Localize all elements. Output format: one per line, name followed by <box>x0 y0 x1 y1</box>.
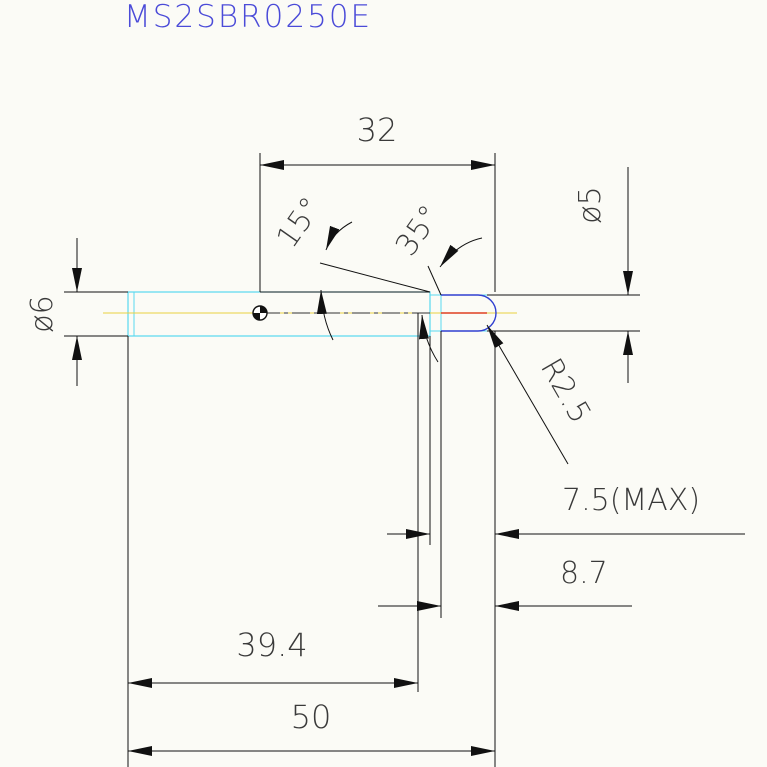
dimension-39-4-label: 39.4 <box>236 626 307 664</box>
radius-label: R2.5 <box>533 353 598 430</box>
dimension-32: 32 <box>259 111 496 292</box>
part-number-title: MS2SBR0250E <box>124 0 372 35</box>
dimension-32-label: 32 <box>357 111 398 149</box>
shank-outline <box>127 291 431 337</box>
dimension-dia-5-label: ø5 <box>573 186 608 223</box>
tool-body <box>103 291 517 337</box>
dimension-8-7-label: 8.7 <box>560 556 608 591</box>
dimension-dia-6: ø6 <box>25 238 128 386</box>
center-mark-icon <box>252 305 268 321</box>
ball-nose-outline <box>441 294 497 332</box>
dimension-50: 50 <box>128 698 495 756</box>
dimension-50-label: 50 <box>291 698 332 736</box>
dimension-dia-6-label: ø6 <box>25 295 60 332</box>
angle-35: 35° <box>389 199 483 363</box>
angle-15: 15° <box>270 191 431 341</box>
dimension-39-4: 39.4 <box>127 313 419 767</box>
dimension-7-5-max: 7.5(MAX) <box>387 331 745 767</box>
angle-15-label: 15° <box>270 191 329 255</box>
dimension-dia-5: ø5 <box>487 167 640 383</box>
dimension-8-7: 8.7 <box>378 331 632 618</box>
dimension-7-5-max-label: 7.5(MAX) <box>562 483 700 518</box>
radius-leader: R2.5 <box>486 324 598 465</box>
angle-35-label: 35° <box>389 199 448 263</box>
